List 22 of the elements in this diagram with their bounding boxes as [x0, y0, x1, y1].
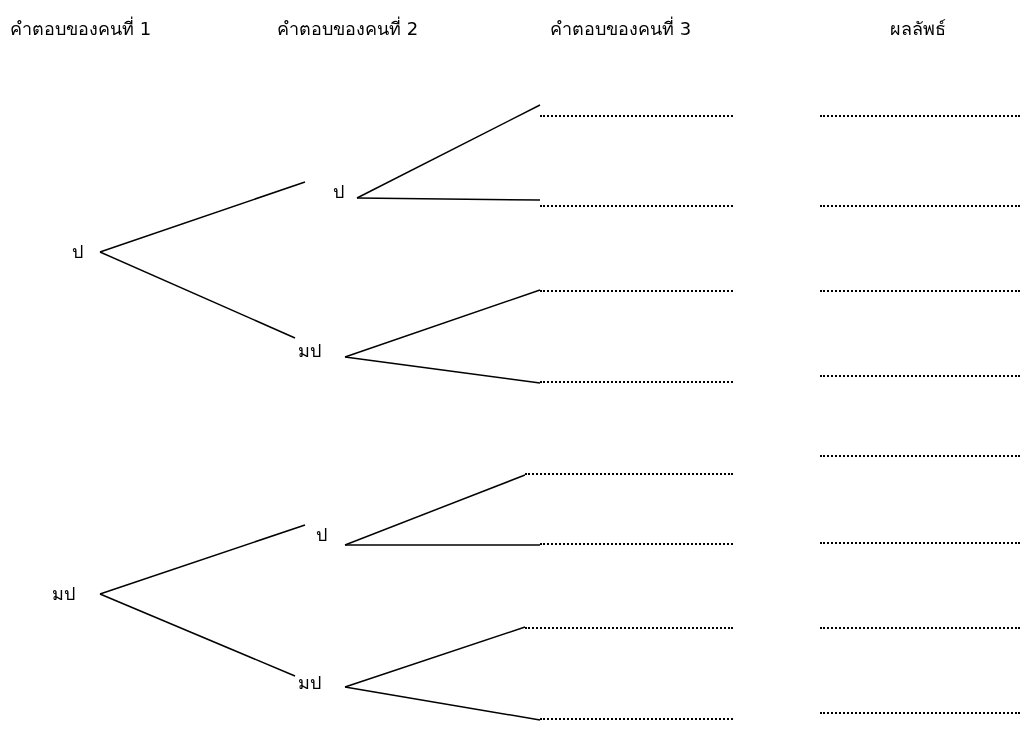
column-heading: ผลลัพธ์ [890, 18, 946, 40]
column-heading: คำตอบของคนที่ 1 [10, 18, 152, 40]
branch-line [356, 197, 541, 201]
tree-label: ป [333, 181, 344, 203]
branch-line [344, 626, 526, 688]
branch-line [344, 356, 541, 384]
branch-line [344, 544, 541, 546]
tree-label: มป [298, 340, 321, 362]
column-heading: คำตอบของคนที่ 2 [277, 18, 419, 40]
column-heading: คำตอบของคนที่ 3 [550, 18, 692, 40]
branch-line [344, 289, 541, 358]
branch-line [99, 593, 296, 677]
tree-label: ป [72, 241, 83, 263]
tree-label: มป [298, 672, 321, 694]
branch-line [344, 686, 541, 721]
branch-line [99, 251, 296, 339]
branch-line [356, 104, 541, 199]
branch-line [99, 181, 306, 253]
branch-line [99, 524, 306, 595]
branch-line [344, 474, 526, 546]
tree-label: มป [52, 583, 75, 605]
tree-label: ป [316, 524, 327, 546]
